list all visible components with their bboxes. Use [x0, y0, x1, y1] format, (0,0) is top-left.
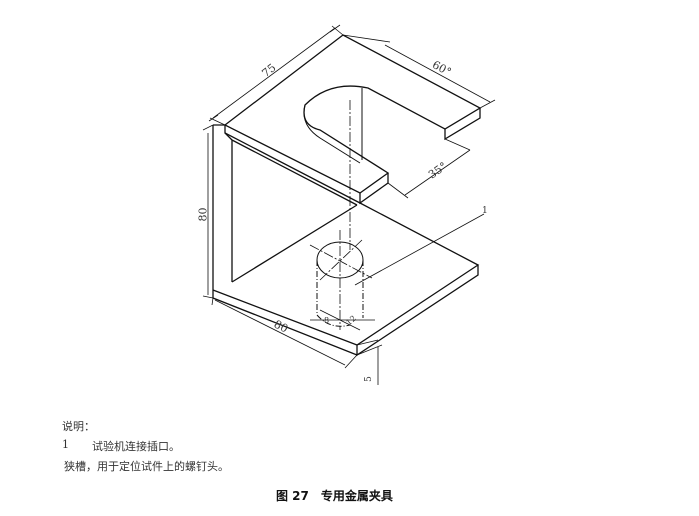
note-1-number: 1 [62, 438, 69, 451]
notes-heading: 说明： [62, 420, 95, 433]
callout-number: 1 [482, 206, 488, 216]
dim-cyl-a: 8 [324, 316, 330, 325]
bottom-plate [212, 202, 480, 357]
cylinder-hole [309, 100, 375, 331]
note-2-text: 狭槽，用于定位试件上的螺钉头。 [64, 460, 229, 473]
top-plate [223, 34, 482, 205]
dimension-lines [202, 24, 496, 385]
dim-height: 80 [196, 207, 210, 222]
callout-leader [354, 213, 485, 286]
vertical-plate [212, 124, 358, 290]
figure-caption: 图 27 专用金属夹具 [276, 489, 393, 503]
note-1-text: 试验机连接插口。 [92, 440, 180, 453]
dim-thickness: 5 [363, 376, 374, 382]
